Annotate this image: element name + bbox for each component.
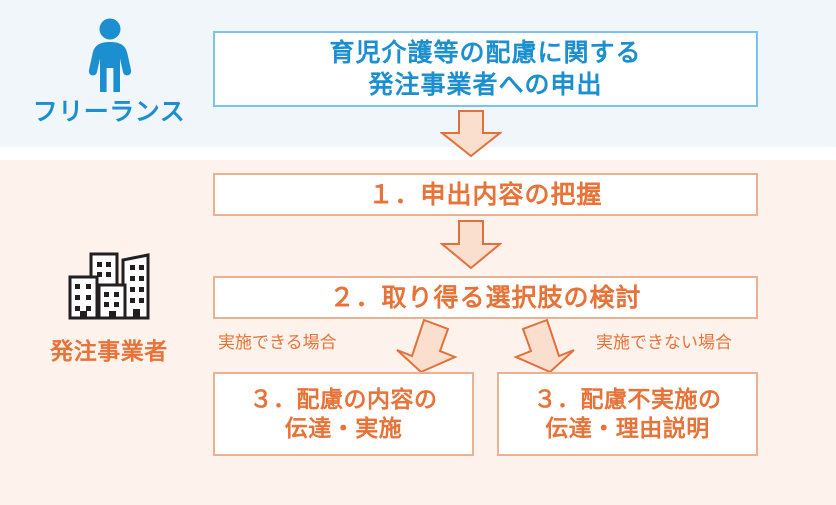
person-icon — [82, 18, 138, 92]
branch-arrow-left — [382, 318, 460, 374]
step1-box: １．申出内容の把握 — [213, 173, 758, 216]
client-actor-label: 発注事業者 — [50, 338, 168, 364]
freelance-actor-label: フリーランス — [32, 98, 186, 126]
branch-label-can-implement: 実施できる場合 — [218, 333, 337, 352]
building-icon — [66, 250, 156, 322]
step3-decline-box: ３．配慮不実施の 伝達・理由説明 — [497, 372, 758, 456]
down-arrow-to-step2 — [439, 220, 503, 270]
branch-label-cannot-implement: 実施できない場合 — [596, 333, 732, 352]
branch-arrow-right — [511, 318, 589, 374]
down-arrow-to-step1 — [439, 110, 503, 158]
step3-implement-box: ３．配慮の内容の 伝達・実施 — [213, 372, 474, 456]
step2-box: ２．取り得る選択肢の検討 — [213, 276, 758, 319]
application-box: 育児介護等の配慮に関する 発注事業者への申出 — [213, 31, 758, 107]
